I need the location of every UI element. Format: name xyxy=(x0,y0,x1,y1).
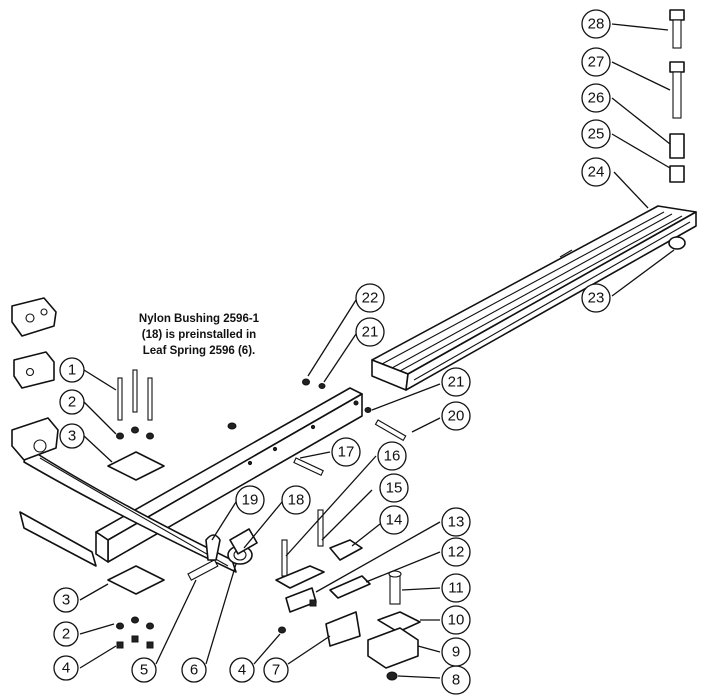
callout-22: 22 xyxy=(355,283,385,313)
rail-24 xyxy=(371,205,697,391)
svg-text:2: 2 xyxy=(68,394,76,411)
callout-13: 13 xyxy=(441,507,471,537)
note-line-2: (18) is preinstalled in xyxy=(141,329,257,341)
note-line-3: Leaf Spring 2596 (6). xyxy=(142,345,256,357)
svg-text:25: 25 xyxy=(588,126,605,143)
callout-6: 6 xyxy=(181,657,207,683)
mount-plates xyxy=(107,451,165,595)
svg-text:8: 8 xyxy=(452,672,460,689)
callout-4-lower: 4 xyxy=(229,657,255,683)
callout-27: 27 xyxy=(581,47,611,77)
callout-8: 8 xyxy=(441,665,471,695)
bolts-1 xyxy=(117,369,153,421)
callout-28: 28 xyxy=(581,9,611,39)
callout-21-upper: 21 xyxy=(355,317,385,347)
svg-text:20: 20 xyxy=(448,408,465,425)
svg-text:9: 9 xyxy=(452,644,460,661)
hanger-brackets xyxy=(11,297,59,461)
callout-12: 12 xyxy=(441,537,471,567)
svg-text:14: 14 xyxy=(386,512,403,529)
svg-text:19: 19 xyxy=(242,492,259,509)
svg-text:4: 4 xyxy=(238,662,246,679)
callout-5: 5 xyxy=(131,657,157,683)
note-line-1: Nylon Bushing 2596-1 xyxy=(138,313,260,325)
main-beam xyxy=(95,387,363,563)
callout-1: 1 xyxy=(59,357,85,383)
svg-text:28: 28 xyxy=(588,16,605,33)
washers-2 xyxy=(116,426,154,630)
svg-text:16: 16 xyxy=(384,448,401,465)
svg-text:1: 1 xyxy=(68,362,76,379)
callout-19: 19 xyxy=(235,485,265,515)
svg-text:21: 21 xyxy=(448,374,465,391)
callout-15: 15 xyxy=(379,473,409,503)
svg-text:21: 21 xyxy=(362,324,379,341)
svg-text:3: 3 xyxy=(62,592,70,609)
svg-text:22: 22 xyxy=(362,290,379,307)
top-right-hardware xyxy=(668,9,686,250)
callout-20: 20 xyxy=(441,401,471,431)
callout-2: 2 xyxy=(59,389,85,415)
svg-text:3: 3 xyxy=(68,428,76,445)
svg-text:4: 4 xyxy=(62,660,70,677)
nuts-4 xyxy=(116,635,154,649)
bushing-note: Nylon Bushing 2596-1 (18) is preinstalle… xyxy=(104,311,294,359)
callout-24: 24 xyxy=(581,157,611,187)
svg-text:5: 5 xyxy=(140,662,148,679)
callout-25: 25 xyxy=(581,119,611,149)
callout-11: 11 xyxy=(441,573,471,603)
svg-text:17: 17 xyxy=(338,444,355,461)
callout-4: 4 xyxy=(53,655,79,681)
callout-14: 14 xyxy=(379,505,409,535)
callout-23: 23 xyxy=(581,283,611,313)
svg-text:12: 12 xyxy=(448,544,465,561)
callout-7: 7 xyxy=(263,657,289,683)
bolt-19 xyxy=(205,534,221,561)
callout-10: 10 xyxy=(441,605,471,635)
svg-text:18: 18 xyxy=(288,492,305,509)
beam-hardware xyxy=(227,378,407,476)
callout-17: 17 xyxy=(331,437,361,467)
callout-21: 21 xyxy=(441,367,471,397)
svg-text:10: 10 xyxy=(448,612,465,629)
leader-lines xyxy=(79,23,675,679)
svg-text:27: 27 xyxy=(588,54,605,71)
pin-5 xyxy=(187,559,219,581)
callout-3: 3 xyxy=(59,423,85,449)
svg-text:26: 26 xyxy=(588,90,605,107)
callout-9: 9 xyxy=(441,637,471,667)
svg-text:15: 15 xyxy=(386,480,403,497)
svg-text:23: 23 xyxy=(588,290,605,307)
callout-18: 18 xyxy=(281,485,311,515)
bushing-18 xyxy=(229,528,258,555)
svg-text:24: 24 xyxy=(588,164,605,181)
svg-text:2: 2 xyxy=(62,626,70,643)
right-cluster xyxy=(275,509,421,681)
callout-16: 16 xyxy=(377,441,407,471)
svg-text:6: 6 xyxy=(190,662,198,679)
callout-26: 26 xyxy=(581,83,611,113)
leaf-spring-6 xyxy=(19,447,253,573)
svg-text:13: 13 xyxy=(448,514,465,531)
svg-text:11: 11 xyxy=(448,580,464,597)
callout-3-lower: 3 xyxy=(53,587,79,613)
svg-text:7: 7 xyxy=(272,662,280,679)
callout-2-lower: 2 xyxy=(53,621,79,647)
